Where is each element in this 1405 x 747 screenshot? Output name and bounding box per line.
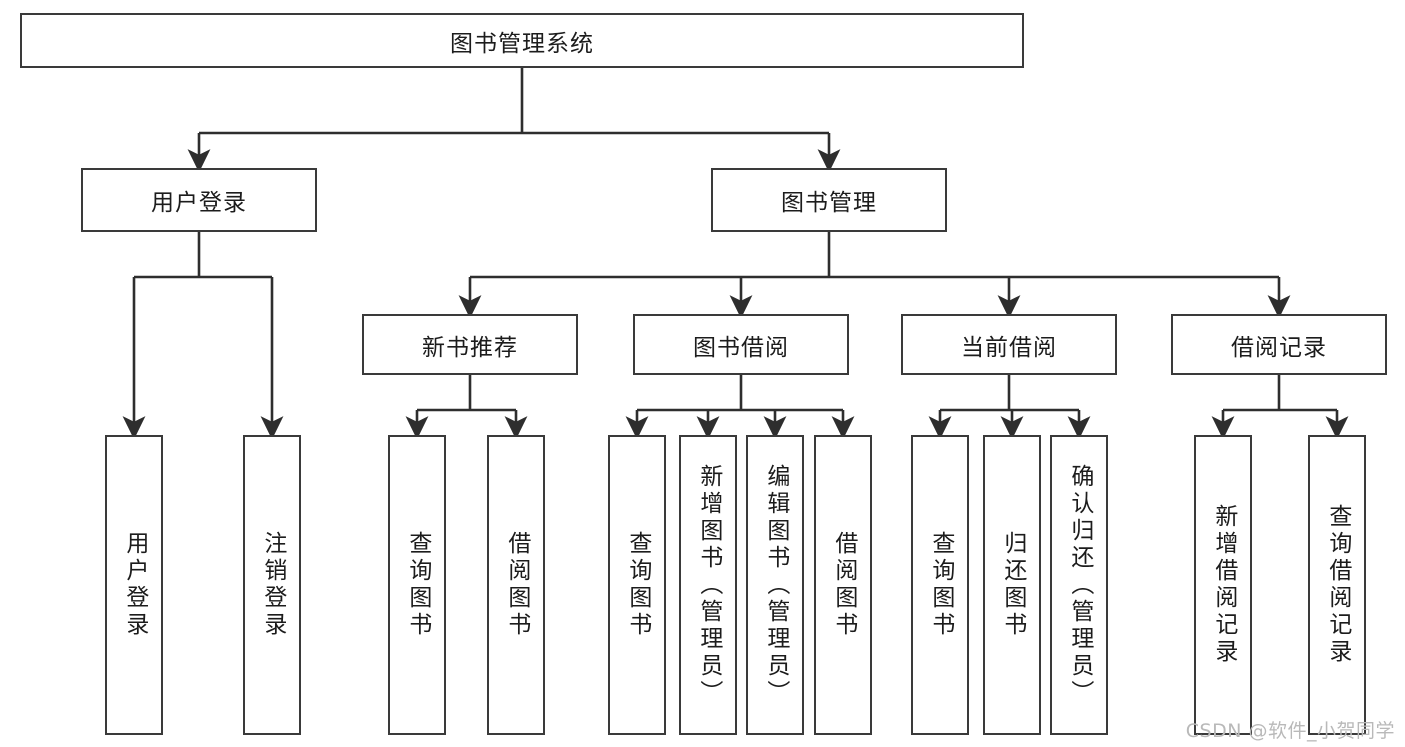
node-book-borrow[interactable]: 图书借阅 bbox=[633, 314, 849, 375]
node-new-book-recommend-label: 新书推荐 bbox=[422, 334, 518, 361]
node-borrow-record-label: 借阅记录 bbox=[1231, 334, 1327, 361]
leaf-node-label: 新增图书（管理员） bbox=[695, 463, 722, 707]
node-book-management-label: 图书管理 bbox=[781, 190, 877, 216]
node-user-login-label: 用户登录 bbox=[151, 190, 247, 216]
leaf-node-label: 查询图书 bbox=[927, 531, 954, 639]
leaf-node-label: 查询图书 bbox=[404, 531, 431, 639]
leaf-node-label: 借阅图书 bbox=[830, 531, 857, 639]
leaf-node[interactable]: 用户登录 bbox=[105, 435, 163, 735]
leaf-node-label: 编辑图书（管理员） bbox=[762, 463, 789, 707]
leaf-node-label: 新增借阅记录 bbox=[1210, 504, 1237, 666]
leaf-node[interactable]: 查询图书 bbox=[911, 435, 969, 735]
node-root[interactable]: 图书管理系统 bbox=[20, 13, 1024, 68]
leaf-node-label: 确认归还（管理员） bbox=[1066, 463, 1093, 707]
watermark: CSDN @软件_小贺同学 bbox=[1185, 720, 1395, 742]
node-user-login[interactable]: 用户登录 bbox=[81, 168, 317, 232]
leaf-node-label: 查询借阅记录 bbox=[1324, 504, 1351, 666]
leaf-node[interactable]: 查询图书 bbox=[608, 435, 666, 735]
leaf-node[interactable]: 注销登录 bbox=[243, 435, 301, 735]
leaf-node-label: 查询图书 bbox=[624, 531, 651, 639]
leaf-node-label: 借阅图书 bbox=[503, 531, 530, 639]
node-root-label: 图书管理系统 bbox=[450, 30, 594, 57]
node-new-book-recommend[interactable]: 新书推荐 bbox=[362, 314, 578, 375]
node-current-borrow[interactable]: 当前借阅 bbox=[901, 314, 1117, 375]
leaf-node[interactable]: 新增借阅记录 bbox=[1194, 435, 1252, 735]
leaf-node[interactable]: 查询图书 bbox=[388, 435, 446, 735]
leaf-node[interactable]: 编辑图书（管理员） bbox=[746, 435, 804, 735]
leaf-node-label: 用户登录 bbox=[121, 531, 148, 639]
node-borrow-record[interactable]: 借阅记录 bbox=[1171, 314, 1387, 375]
node-book-borrow-label: 图书借阅 bbox=[693, 334, 789, 361]
leaf-node-label: 归还图书 bbox=[999, 531, 1026, 639]
leaf-node[interactable]: 确认归还（管理员） bbox=[1050, 435, 1108, 735]
leaf-node[interactable]: 新增图书（管理员） bbox=[679, 435, 737, 735]
node-book-management[interactable]: 图书管理 bbox=[711, 168, 947, 232]
leaf-node[interactable]: 借阅图书 bbox=[814, 435, 872, 735]
leaf-node[interactable]: 归还图书 bbox=[983, 435, 1041, 735]
leaf-node[interactable]: 查询借阅记录 bbox=[1308, 435, 1366, 735]
leaf-node[interactable]: 借阅图书 bbox=[487, 435, 545, 735]
node-current-borrow-label: 当前借阅 bbox=[961, 334, 1057, 361]
leaf-node-label: 注销登录 bbox=[259, 531, 286, 639]
